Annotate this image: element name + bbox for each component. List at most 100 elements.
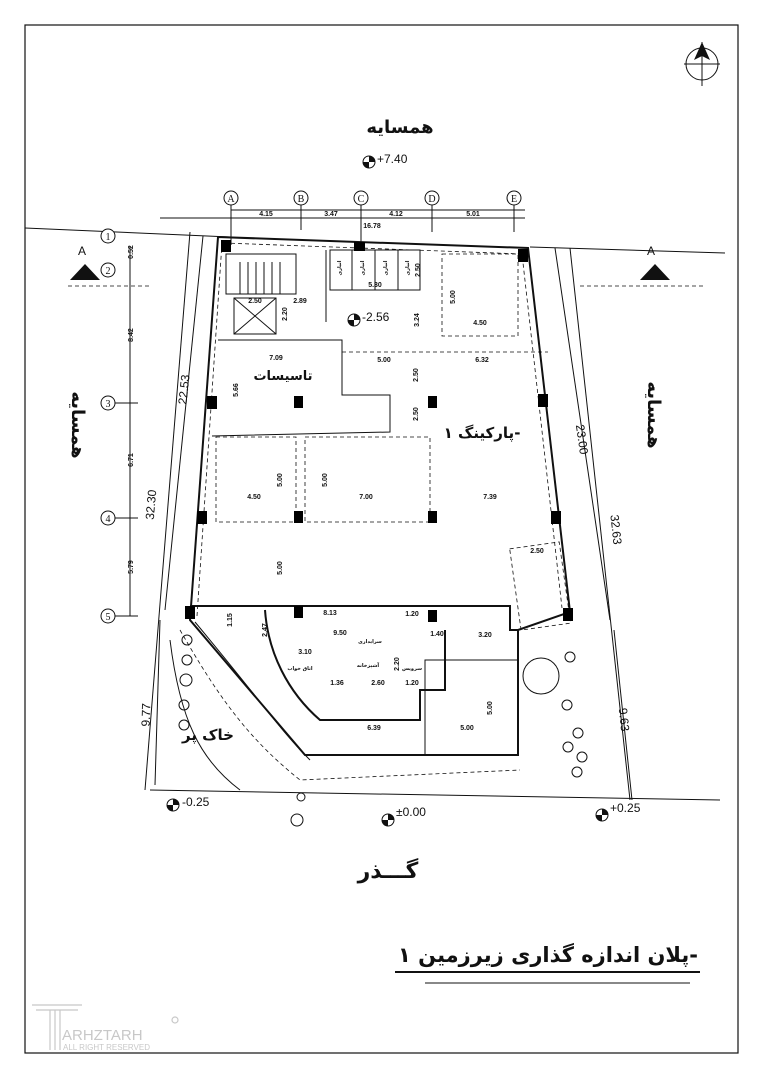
level-marker: -0.25 [166,795,210,812]
svg-text:9.50: 9.50 [333,630,347,637]
svg-text:9.77: 9.77 [139,703,154,727]
svg-text:5.00: 5.00 [377,357,391,364]
svg-text:±0.00: ±0.00 [396,805,426,819]
svg-text:1.36: 1.36 [330,680,344,687]
svg-text:8.13: 8.13 [323,610,337,617]
facilities-label: تاسیسات [253,369,312,384]
bedroom-label: اتاق خواب [287,666,312,672]
svg-text:5.00: 5.00 [450,290,457,304]
neighbor-right-label: همسایه [643,381,664,448]
structural-columns [185,240,573,622]
svg-text:6.39: 6.39 [367,725,381,732]
svg-text:7.39: 7.39 [483,494,497,501]
svg-text:4: 4 [106,514,111,525]
svg-text:2.20: 2.20 [282,307,289,321]
storage-label: انباری [337,260,343,275]
building-walls [169,235,572,791]
svg-text:5.79: 5.79 [128,560,135,574]
svg-text:22.53: 22.53 [175,374,192,406]
svg-text:-0.25: -0.25 [182,795,210,809]
svg-text:D: D [428,194,435,205]
svg-text:B: B [298,194,305,205]
level-marker: +7.40 [362,152,408,169]
svg-text:3.24: 3.24 [414,313,421,327]
inner-dimensions: 2.50 2.89 2.20 5.30 2.50 3.24 5.00 4.50 … [227,263,544,732]
svg-text:23.00: 23.00 [573,424,591,456]
svg-text:4.50: 4.50 [473,320,487,327]
level-marker: -2.56 [347,310,390,327]
svg-text:8.42: 8.42 [128,328,135,342]
svg-text:32.30: 32.30 [143,489,160,520]
svg-text:2.50: 2.50 [248,298,262,305]
svg-text:4.15: 4.15 [259,211,273,218]
svg-text:3.20: 3.20 [478,632,492,639]
svg-text:E: E [511,194,517,205]
svg-text:9.63: 9.63 [616,707,632,732]
watermark-brand: ARHZTARH [62,1027,143,1044]
svg-text:2.89: 2.89 [293,298,307,305]
svg-text:+7.40: +7.40 [377,152,408,166]
svg-text:1.40: 1.40 [430,631,444,638]
svg-text:2.50: 2.50 [413,368,420,382]
svg-text:1: 1 [106,232,111,243]
storage-label: انباری [383,260,389,275]
north-arrow-icon [684,42,720,86]
watermark-logo [32,1004,179,1050]
svg-text:1.20: 1.20 [405,680,419,687]
fill-soil-label: خاک پر [181,726,234,745]
svg-text:32.63: 32.63 [607,514,624,546]
svg-text:2.50: 2.50 [413,407,420,421]
section-marker-left: A [68,244,150,287]
svg-text:5.01: 5.01 [466,211,480,218]
svg-text:3: 3 [106,399,111,410]
svg-text:6.71: 6.71 [128,453,135,467]
svg-text:-2.56: -2.56 [362,310,390,324]
svg-text:C: C [358,194,365,205]
kitchen-label: آشپزخانه [357,661,379,669]
wc-label: سرویس [402,666,422,672]
svg-text:4.50: 4.50 [247,494,261,501]
parking-label: پارکینگ ۱- [444,424,521,443]
storage-label: انباری [405,260,411,275]
svg-text:7.09: 7.09 [269,355,283,362]
svg-text:5: 5 [106,612,111,623]
svg-text:5.00: 5.00 [277,473,284,487]
svg-text:6.32: 6.32 [475,357,489,364]
street-label: گـــذر [357,857,419,884]
site-dimensions: 32.30 22.53 9.77 23.00 32.63 9.63 [139,231,633,801]
svg-text:5.00: 5.00 [277,561,284,575]
tree-icons [178,634,588,827]
watermark-rights: ALL RIGHT RESERVED [63,1043,150,1052]
svg-text:2.20: 2.20 [394,657,401,671]
storage-label: انباری [360,260,366,275]
neighbor-left-label: همسایه [67,391,88,458]
svg-text:2.50: 2.50 [415,263,422,277]
svg-text:5.00: 5.00 [460,725,474,732]
svg-text:2.50: 2.50 [530,548,544,555]
svg-text:5.00: 5.00 [487,701,494,715]
grid-columns: A B C D E 4.15 3.47 4.12 5.01 16.78 [160,190,525,250]
neighbor-top-label: همسایه [366,117,433,138]
svg-text:5.00: 5.00 [322,473,329,487]
svg-text:2.47: 2.47 [262,623,269,637]
svg-text:3.10: 3.10 [298,649,312,656]
svg-text:1.15: 1.15 [227,613,234,627]
svg-text:2: 2 [106,266,111,277]
drawing-frame [24,24,739,1054]
svg-text:7.00: 7.00 [359,494,373,501]
svg-text:4.12: 4.12 [389,211,403,218]
svg-text:5.30: 5.30 [368,282,382,289]
svg-text:16.78: 16.78 [363,223,381,230]
drawing-title: پلان اندازه گذاری زیرزمین ۱- [398,942,698,967]
svg-text:3.47: 3.47 [324,211,338,218]
level-marker: +0.25 [595,801,641,822]
svg-text:2.60: 2.60 [371,680,385,687]
grid-rows: 1 2 3 4 5 0.52 8.42 6.71 5.79 [100,228,138,624]
svg-text:+0.25: +0.25 [610,801,641,815]
level-marker: ±0.00 [381,805,426,827]
caretaker-label: سرایداری [358,639,382,645]
svg-text:1.20: 1.20 [405,611,419,618]
svg-text:0.52: 0.52 [128,245,135,259]
svg-text:5.66: 5.66 [233,383,240,397]
